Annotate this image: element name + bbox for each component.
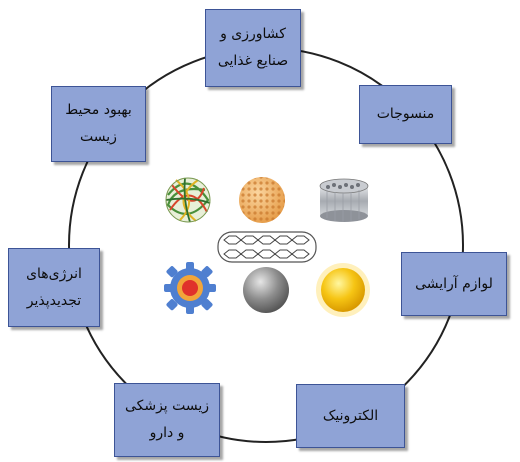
box-line: منسوجات <box>376 106 435 122</box>
textiles-box: منسوجات <box>359 85 452 144</box>
gray-sphere-icon <box>243 267 289 313</box>
biomedical-pharma-box: زیست پزشکی و دارو <box>114 383 220 457</box>
carbon-nanotube-icon <box>217 231 317 263</box>
environment-box: بهبود محیط زیست <box>51 86 146 162</box>
box-line: زیست <box>80 129 117 145</box>
box-line: تجدیدپذیر <box>26 292 82 309</box>
box-line: لوازم آرایشی <box>415 275 493 292</box>
box-line: کشاورزی و <box>220 26 286 42</box>
box-line: زیست پزشکی <box>124 398 210 414</box>
cosmetics-box: لوازم آرایشی <box>401 252 507 316</box>
box-line: و دارو <box>149 425 185 441</box>
box-line: انرژی‌های <box>26 265 82 282</box>
box-line: بهبود محیط <box>65 102 132 118</box>
agriculture-food-box: کشاورزی و صنایع غذایی <box>205 9 301 87</box>
gear-particle-icon <box>164 262 216 314</box>
nanotube-bundle-icon <box>319 178 369 222</box>
electronics-box: الکترونیک <box>296 384 405 448</box>
box-line: صنایع غذایی <box>217 53 289 69</box>
fiber-ball-icon <box>165 177 211 223</box>
gold-sphere-icon <box>316 263 370 317</box>
renewable-energy-box: انرژی‌های تجدیدپذیر <box>8 248 100 327</box>
box-line: الکترونیک <box>322 407 379 424</box>
porous-sphere-icon <box>239 177 285 223</box>
